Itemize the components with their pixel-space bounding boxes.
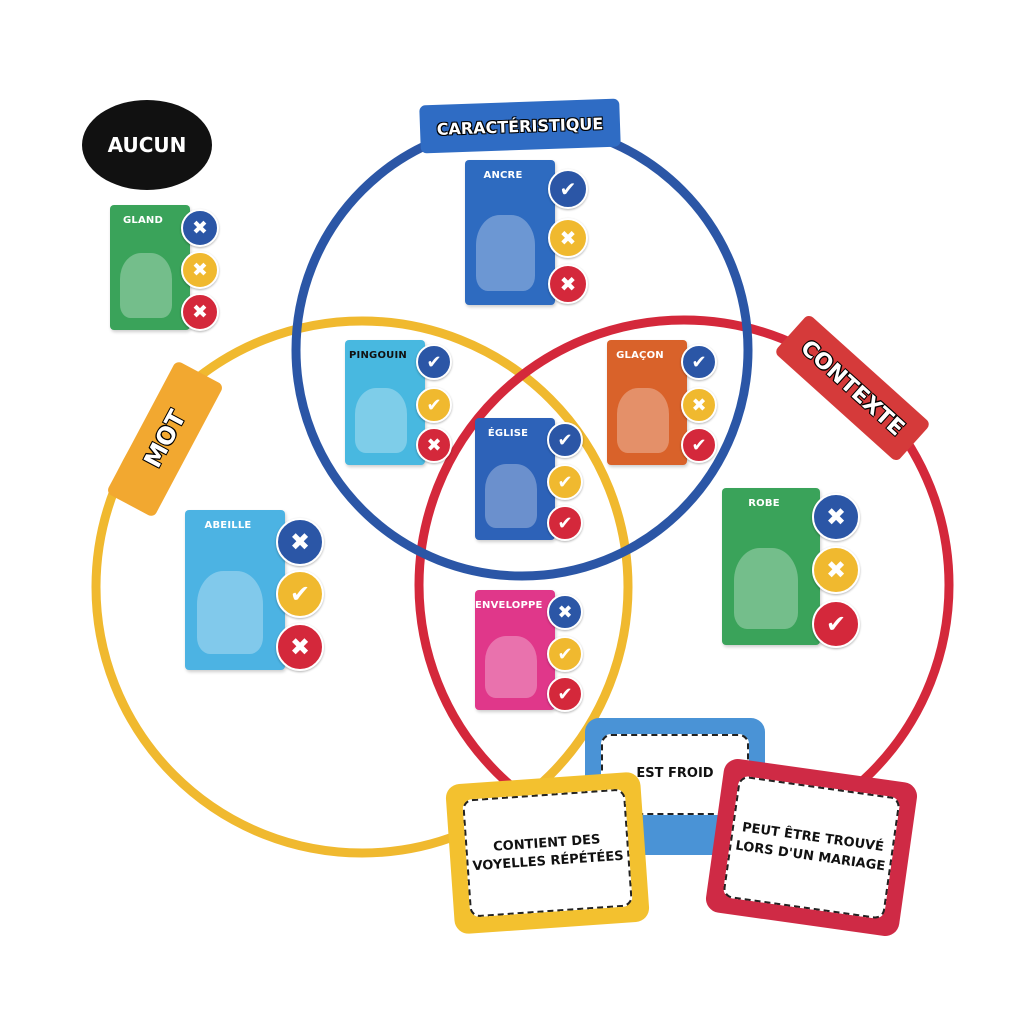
word-card-pingouin[interactable]: PINGOUIN (345, 340, 425, 465)
word-card-ancre[interactable]: ANCRE (465, 160, 555, 305)
x-icon-word: ✖ (548, 218, 588, 258)
card-illustration (733, 547, 799, 630)
card-title: ANCRE (483, 170, 523, 181)
card-illustration (354, 387, 408, 453)
word-card-robe[interactable]: ROBE (722, 488, 820, 645)
card-illustration (197, 570, 263, 654)
card-title: PINGOUIN (349, 350, 407, 361)
card-title: GLAÇON (616, 350, 664, 361)
card-title: ROBE (748, 498, 780, 509)
x-icon-characteristic: ✖ (812, 493, 860, 541)
card-title: ABEILLE (204, 520, 252, 531)
check-icon-characteristic: ✔ (681, 344, 717, 380)
x-icon-characteristic: ✖ (547, 594, 583, 630)
card-illustration (484, 635, 538, 698)
check-icon-word: ✔ (416, 387, 452, 423)
x-icon-context: ✖ (276, 623, 324, 671)
card-title: GLAND (123, 215, 163, 226)
x-icon-characteristic: ✖ (276, 518, 324, 566)
characteristic-banner: CARACTÉRISTIQUE (419, 98, 621, 154)
word-card-enveloppe[interactable]: ENVELOPPE (475, 590, 555, 710)
x-icon-word: ✖ (681, 387, 717, 423)
x-icon-context: ✖ (181, 293, 219, 331)
check-icon-characteristic: ✔ (548, 169, 588, 209)
check-icon-word: ✔ (276, 570, 324, 618)
card-illustration (119, 252, 173, 318)
clue-card-word[interactable]: CONTIENT DES VOYELLES RÉPÉTÉES (445, 771, 650, 935)
check-icon-word: ✔ (547, 464, 583, 500)
card-illustration (475, 215, 536, 291)
check-icon-context: ✔ (547, 676, 583, 712)
x-icon-context: ✖ (548, 264, 588, 304)
check-icon-word: ✔ (547, 636, 583, 672)
x-icon-context: ✖ (416, 427, 452, 463)
word-card-gland[interactable]: GLAND (110, 205, 190, 330)
clue-text: PEUT ÊTRE TROUVÉ LORS D'UN MARIAGE (722, 775, 901, 920)
check-icon-context: ✔ (681, 427, 717, 463)
x-icon-word: ✖ (812, 546, 860, 594)
word-card-glaçon[interactable]: GLAÇON (607, 340, 687, 465)
x-icon-word: ✖ (181, 251, 219, 289)
clue-card-context[interactable]: PEUT ÊTRE TROUVÉ LORS D'UN MARIAGE (704, 757, 919, 938)
check-icon-characteristic: ✔ (547, 422, 583, 458)
card-illustration (616, 387, 670, 453)
clue-text: CONTIENT DES VOYELLES RÉPÉTÉES (462, 788, 633, 918)
check-icon-context: ✔ (812, 600, 860, 648)
word-card-abeille[interactable]: ABEILLE (185, 510, 285, 670)
aucun-label: AUCUN (82, 100, 212, 190)
card-title: ÉGLISE (487, 428, 529, 439)
word-circle (91, 316, 633, 858)
card-title: ENVELOPPE (475, 600, 543, 611)
word-card-église[interactable]: ÉGLISE (475, 418, 555, 540)
x-icon-characteristic: ✖ (181, 209, 219, 247)
card-illustration (484, 464, 538, 528)
check-icon-context: ✔ (547, 505, 583, 541)
check-icon-characteristic: ✔ (416, 344, 452, 380)
